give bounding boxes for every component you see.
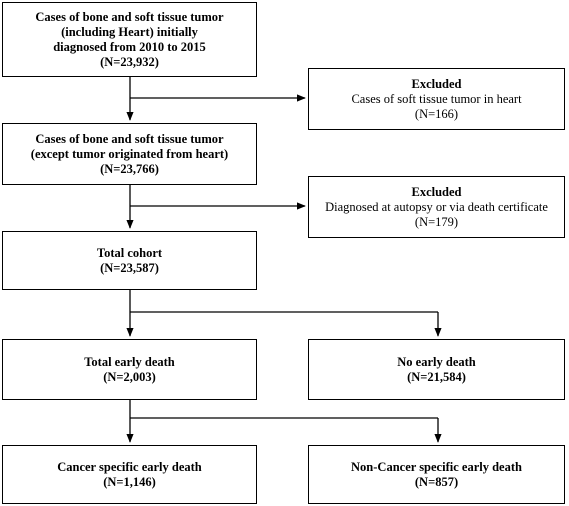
box-except-heart: Cases of bone and soft tissue tumor (exc…	[2, 123, 257, 185]
early-death-line-1: Total early death	[84, 354, 175, 369]
no-early-death-line-1: No early death	[397, 354, 476, 369]
non-cancer-specific-line-2: (N=857)	[414, 474, 459, 489]
excluded1-line-1: Cases of soft tissue tumor in heart	[351, 91, 522, 106]
initial-line-1: Cases of bone and soft tissue tumor	[35, 9, 224, 24]
box-non-cancer-specific: Non-Cancer specific early death (N=857)	[308, 445, 565, 504]
no-early-death-line-2: (N=21,584)	[407, 369, 466, 384]
cohort-line-2: (N=23,587)	[100, 260, 159, 275]
except-line-2: (except tumor originated from heart)	[30, 146, 229, 161]
excluded1-line-2: (N=166)	[414, 106, 459, 121]
early-death-line-2: (N=2,003)	[103, 369, 156, 384]
initial-line-2: (including Heart) initially	[61, 24, 198, 39]
excluded2-line-1: Diagnosed at autopsy or via death certif…	[325, 199, 548, 214]
box-no-early-death: No early death (N=21,584)	[308, 339, 565, 400]
excluded1-title: Excluded	[411, 76, 462, 91]
excluded2-line-2: (N=179)	[414, 214, 459, 229]
initial-line-3: diagnosed from 2010 to 2015	[53, 39, 206, 54]
box-total-cohort: Total cohort (N=23,587)	[2, 231, 257, 290]
box-excluded-autopsy: Excluded Diagnosed at autopsy or via dea…	[308, 176, 565, 238]
initial-line-4: (N=23,932)	[100, 54, 159, 69]
box-total-early-death: Total early death (N=2,003)	[2, 339, 257, 400]
except-line-3: (N=23,766)	[100, 161, 159, 176]
cancer-specific-line-1: Cancer specific early death	[57, 459, 202, 474]
box-initial-cases: Cases of bone and soft tissue tumor (inc…	[2, 2, 257, 77]
non-cancer-specific-line-1: Non-Cancer specific early death	[351, 459, 522, 474]
cancer-specific-line-2: (N=1,146)	[103, 474, 156, 489]
excluded2-title: Excluded	[411, 184, 462, 199]
cohort-line-1: Total cohort	[96, 245, 163, 260]
except-line-1: Cases of bone and soft tissue tumor	[35, 131, 224, 146]
box-cancer-specific: Cancer specific early death (N=1,146)	[2, 445, 257, 504]
box-excluded-heart: Excluded Cases of soft tissue tumor in h…	[308, 68, 565, 130]
